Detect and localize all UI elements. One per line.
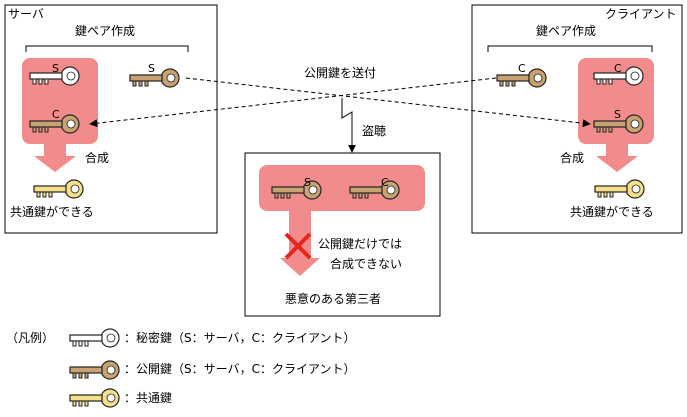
server-public-key-letter: S <box>148 62 155 75</box>
server-combine-label: 合成 <box>85 150 109 165</box>
attacker-highlight <box>259 165 425 211</box>
legend: （凡例） ：秘密鍵（S：サーバ，C：クライアント） ：公開鍵（S：サーバ，C：ク… <box>6 328 356 408</box>
server-received-key-letter: C <box>52 108 60 121</box>
server-combine-arrow <box>34 144 76 172</box>
server-box <box>4 4 218 234</box>
client-combine-label: 合成 <box>560 150 584 165</box>
server-to-client-arrow <box>185 77 591 128</box>
client-box <box>471 4 683 234</box>
server-keypair-label: 鍵ペア作成 <box>75 23 135 38</box>
send-public-key-label: 公開鍵を送付 <box>304 65 376 80</box>
client-panel: クライアント 鍵ペア作成 C S C 合成 共通鍵ができる <box>471 4 683 234</box>
client-received-key-letter: S <box>614 108 621 121</box>
server-panel: サーバ 鍵ペア作成 S C S 合成 共通鍵ができる <box>4 4 218 234</box>
attacker-fail-line2: 合成できない <box>330 256 402 271</box>
public-key-exchange: 公開鍵を送付 <box>89 65 591 128</box>
legend-private-label: ：秘密鍵（S：サーバ，C：クライアント） <box>124 330 356 345</box>
fail-cross-icon <box>284 232 312 260</box>
server-shared-label: 共通鍵ができる <box>10 204 94 219</box>
eavesdrop: 盗聴 <box>341 98 386 153</box>
attacker-fail-line1: 公開鍵だけでは <box>318 236 402 251</box>
client-combine-arrow <box>596 144 638 172</box>
legend-heading: （凡例） <box>6 331 54 345</box>
client-public-key-letter: C <box>518 62 526 75</box>
client-to-server-arrow <box>89 77 497 128</box>
legend-public-label: ：公開鍵（S：サーバ，C：クライアント） <box>124 361 356 376</box>
client-keypair-label: 鍵ペア作成 <box>536 23 596 38</box>
legend-shared-key-icon <box>69 388 120 408</box>
attacker-box <box>244 152 441 317</box>
server-private-key-letter: S <box>52 62 59 75</box>
attacker-key1-letter: S <box>304 176 311 189</box>
client-shared-key-icon <box>594 179 645 199</box>
legend-public-key-icon <box>69 360 120 380</box>
attacker-key2-letter: C <box>381 176 389 189</box>
server-shared-key-icon <box>33 179 84 199</box>
legend-shared-label: ：共通鍵 <box>124 390 172 405</box>
attacker-title: 悪意のある第三者 <box>285 291 381 306</box>
eavesdrop-lightning-icon <box>341 98 356 153</box>
server-title: サーバ <box>8 7 44 21</box>
client-shared-label: 共通鍵ができる <box>570 204 654 219</box>
server-keypair-brace <box>25 45 189 52</box>
client-keypair-brace <box>487 45 653 52</box>
client-title: クライアント <box>605 7 677 21</box>
client-private-key-letter: C <box>614 62 622 75</box>
attacker-panel: S C 公開鍵だけでは 合成できない 悪意のある第三者 <box>244 152 441 317</box>
legend-private-key-icon <box>69 328 120 348</box>
eavesdrop-label: 盗聴 <box>362 123 386 138</box>
